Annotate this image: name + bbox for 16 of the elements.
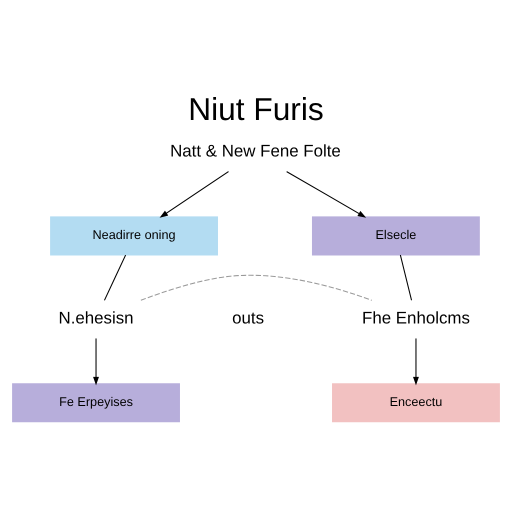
node-box: Fe Erpeyises — [12, 383, 180, 422]
connector — [104, 254, 126, 301]
arrow — [413, 338, 419, 386]
node-box: Elsecle — [312, 216, 480, 256]
node-text: N.ehesisn — [58, 308, 134, 328]
arrow — [286, 171, 366, 218]
arrow — [160, 171, 229, 218]
node-text: Natt & New Fene Folte — [170, 142, 341, 161]
node-box: Enceectu — [332, 383, 500, 422]
connector — [400, 254, 412, 300]
arrow — [93, 338, 99, 386]
node-box: Neadirre oning — [50, 216, 218, 256]
diagram-title: Niut Furis — [188, 90, 324, 127]
node-text: Fhe Enholcms — [362, 308, 470, 328]
connector — [140, 274, 372, 301]
label: outs — [232, 308, 264, 328]
